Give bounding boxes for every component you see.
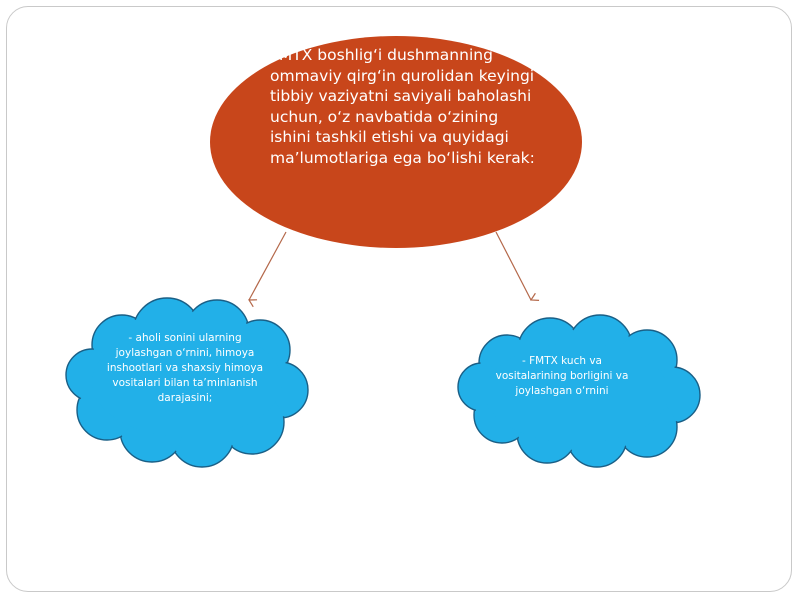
main-node-text: FMTX boshlig‘i dushmanning ommaviy qirg‘… (270, 46, 535, 167)
cloud-left-text: - aholi sonini ularning joylashgan o‘rni… (106, 332, 264, 404)
main-oval (210, 36, 582, 248)
cloud-right (457, 314, 701, 468)
arrow-left (249, 231, 287, 300)
cloud-left (65, 297, 309, 468)
arrow-right (495, 231, 531, 300)
cloud-right-text: - FMTX kuch va vositalarining borligini … (495, 355, 629, 397)
